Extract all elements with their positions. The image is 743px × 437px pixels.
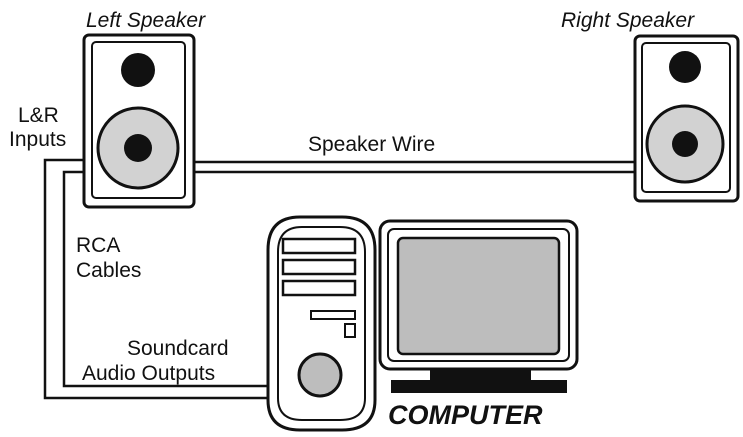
soundcard-label-line1: Soundcard bbox=[127, 337, 229, 360]
drive-bay-3 bbox=[281, 279, 357, 297]
right-tweeter-icon bbox=[669, 51, 701, 83]
computer-monitor bbox=[378, 219, 579, 393]
left-speaker bbox=[82, 33, 196, 209]
drive-bay-2 bbox=[281, 258, 357, 276]
left-speaker-label: Left Speaker bbox=[86, 9, 206, 32]
rca-cables-label-line2: Cables bbox=[76, 259, 141, 282]
rca-cables-label-line1: RCA bbox=[76, 234, 120, 257]
computer-tower bbox=[266, 215, 377, 432]
lr-inputs-label-line1: L&R bbox=[18, 104, 59, 127]
soundcard-label-line2: Audio Outputs bbox=[82, 362, 215, 385]
right-speaker-label: Right Speaker bbox=[561, 9, 695, 32]
computer-label: COMPUTER bbox=[388, 400, 543, 430]
floppy-slot bbox=[310, 310, 356, 320]
power-button-icon bbox=[297, 352, 343, 398]
right-speaker bbox=[633, 34, 740, 203]
lr-inputs-label-line2: Inputs bbox=[9, 128, 66, 151]
monitor-neck bbox=[430, 369, 531, 380]
speaker-wire-label: Speaker Wire bbox=[308, 133, 435, 156]
monitor-base bbox=[391, 380, 567, 393]
power-led-icon bbox=[344, 323, 356, 338]
drive-bay-1 bbox=[281, 237, 357, 255]
rca-cables bbox=[43, 158, 276, 400]
left-tweeter-icon bbox=[121, 53, 155, 87]
monitor-screen bbox=[396, 236, 561, 356]
speaker-wire bbox=[190, 160, 637, 174]
